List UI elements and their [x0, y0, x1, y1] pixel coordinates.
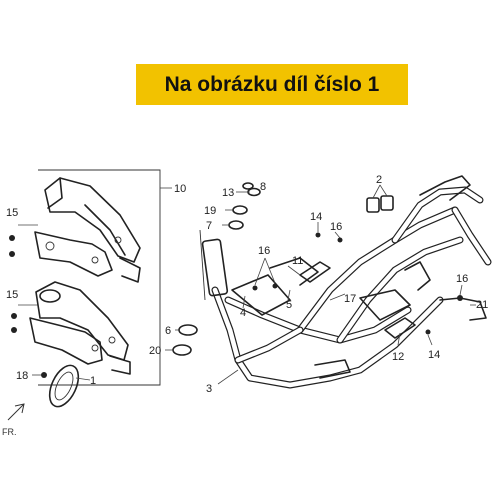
- head-bearing-stack: [222, 182, 261, 230]
- part-11-bar: [287, 261, 331, 283]
- bolt-18: [41, 372, 47, 378]
- callout-15-lower: 15: [6, 289, 18, 301]
- callout-13: 13: [222, 187, 234, 199]
- callout-18: 18: [16, 370, 28, 382]
- bolt-15-b: [9, 251, 15, 257]
- callout-8: 8: [260, 181, 266, 193]
- part-21-stand: [439, 297, 487, 321]
- callout-14-lower: 14: [428, 349, 440, 361]
- bolt-14-b: [425, 329, 431, 335]
- group-bracket-10: [38, 169, 161, 386]
- main-frame: [199, 175, 492, 389]
- part-6-bearing: [178, 324, 198, 336]
- callout-15-upper: 15: [6, 207, 18, 219]
- bolt-16-d: [457, 295, 463, 301]
- lower-bracket-assembly: [29, 281, 131, 375]
- bolt-16-c: [337, 237, 343, 243]
- callout-16-far-right: 16: [456, 273, 468, 285]
- front-direction-arrow: [7, 403, 25, 421]
- callout-12: 12: [392, 351, 404, 363]
- callout-7: 7: [206, 220, 212, 232]
- bolt-16-a: [252, 285, 258, 291]
- callout-20: 20: [149, 345, 161, 357]
- callout-10: 10: [174, 183, 186, 195]
- part-12-bar: [384, 317, 416, 346]
- bolt-14-a: [315, 232, 321, 238]
- callout-2: 2: [376, 174, 382, 186]
- callout-4: 4: [240, 307, 246, 319]
- part-20-ring: [172, 344, 192, 356]
- bolt-16-b: [272, 283, 278, 289]
- callout-21: 21: [476, 299, 488, 311]
- part-1-cap: [48, 364, 91, 408]
- bolt-15-c: [11, 313, 17, 319]
- callout-19: 19: [204, 205, 216, 217]
- callout-11: 11: [292, 255, 303, 267]
- front-direction-label: FR.: [2, 427, 17, 437]
- callout-16-center: 16: [258, 245, 270, 257]
- callout-17: 17: [344, 293, 356, 305]
- callout-3: 3: [206, 383, 212, 395]
- callout-6: 6: [165, 325, 171, 337]
- part-number-banner: Na obrázku díl číslo 1: [136, 64, 408, 105]
- callout-1: 1: [90, 375, 96, 387]
- bolt-15-d: [11, 327, 17, 333]
- callout-16-right: 16: [330, 221, 342, 233]
- upper-bracket-assembly: [34, 177, 141, 283]
- part-2-connectors: [366, 184, 394, 213]
- callout-5: 5: [286, 299, 292, 311]
- bolt-15-a: [9, 235, 15, 241]
- callout-14-upper: 14: [310, 211, 322, 223]
